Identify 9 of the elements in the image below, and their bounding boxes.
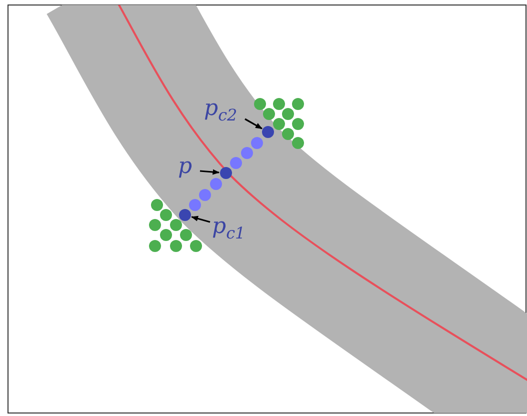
point-marker — [262, 126, 274, 138]
leader-arrow — [200, 169, 220, 175]
point-label: p$_{c1}$ — [212, 216, 246, 242]
leader-arrow — [244, 118, 262, 130]
point-marker — [179, 209, 191, 221]
point-marker — [220, 167, 232, 179]
point-label: p$_{c2}$ — [204, 98, 238, 124]
point-label: p — [178, 156, 192, 178]
leader-arrow — [191, 216, 210, 223]
